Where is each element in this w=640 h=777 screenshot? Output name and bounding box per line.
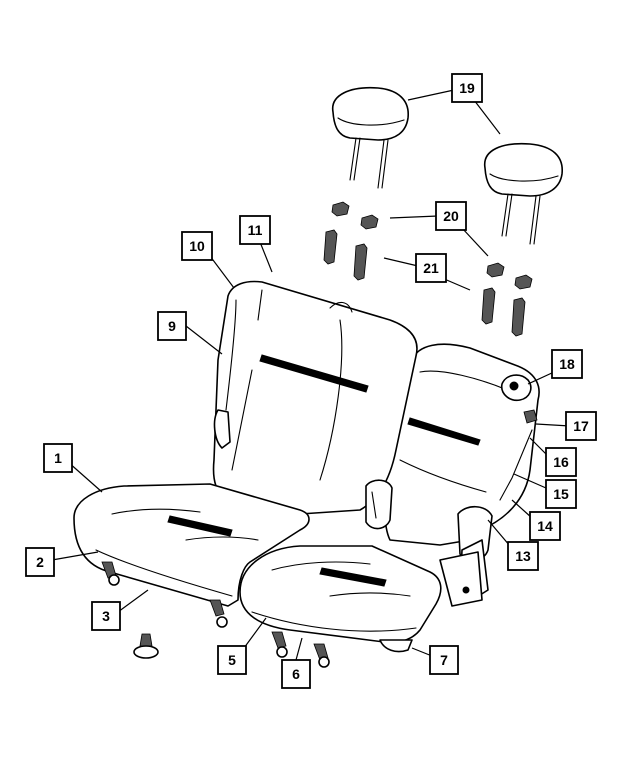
svg-text:2: 2: [36, 554, 44, 570]
headrest-sleeves-left: [331, 201, 379, 230]
svg-text:1: 1: [54, 450, 62, 466]
svg-text:13: 13: [515, 548, 531, 564]
callout-1: 1: [43, 443, 73, 473]
headrest-right: [484, 142, 563, 245]
svg-text:10: 10: [189, 238, 205, 254]
callout-19: 19: [451, 73, 483, 103]
svg-text:14: 14: [537, 518, 553, 534]
callout-11: 11: [239, 215, 271, 245]
push-pin-fastener: [133, 633, 159, 659]
callouts: 1 2 3 5 6 7 9 10 11 13 14 15 16 17 18 19…: [25, 73, 597, 689]
svg-text:16: 16: [553, 454, 569, 470]
seat-back-right: [383, 343, 540, 546]
svg-text:21: 21: [423, 260, 439, 276]
seat-back-latch: [365, 479, 393, 530]
svg-text:7: 7: [440, 652, 448, 668]
hinge-foot-d: [313, 643, 330, 668]
callout-20: 20: [435, 201, 467, 231]
svg-text:3: 3: [102, 608, 110, 624]
hinge-foot-b: [209, 599, 228, 628]
callout-2: 2: [25, 547, 55, 577]
callout-15: 15: [545, 479, 577, 509]
callout-13: 13: [507, 541, 539, 571]
callout-7: 7: [429, 645, 459, 675]
seat-back-left: [212, 280, 418, 515]
callout-18: 18: [551, 349, 583, 379]
seat-cushion-right: [239, 545, 442, 653]
svg-text:19: 19: [459, 80, 475, 96]
callout-3: 3: [91, 601, 121, 631]
headrest-guides-left: [323, 229, 368, 281]
callout-17: 17: [565, 411, 597, 441]
hinge-foot-c: [271, 631, 288, 658]
svg-text:18: 18: [559, 356, 575, 372]
rear-pivot-bracket: [439, 551, 483, 607]
headrest-guides-right: [481, 287, 526, 337]
svg-text:6: 6: [292, 666, 300, 682]
svg-text:9: 9: [168, 318, 176, 334]
callout-5: 5: [217, 645, 247, 675]
svg-text:11: 11: [248, 222, 263, 238]
cushion-hinges: [101, 551, 483, 668]
callout-9: 9: [157, 311, 187, 341]
seat-cushion-left: [73, 483, 310, 607]
headrest-sleeves-right: [486, 262, 533, 290]
callout-14: 14: [529, 511, 561, 541]
callout-21: 21: [415, 253, 447, 283]
headrest-left: [332, 86, 409, 189]
svg-text:5: 5: [228, 652, 236, 668]
svg-text:20: 20: [443, 208, 459, 224]
svg-text:15: 15: [553, 486, 569, 502]
callout-6: 6: [281, 659, 311, 689]
callout-16: 16: [545, 447, 577, 477]
svg-text:17: 17: [573, 418, 589, 434]
callout-10: 10: [181, 231, 213, 261]
hinge-foot-a: [101, 561, 120, 586]
